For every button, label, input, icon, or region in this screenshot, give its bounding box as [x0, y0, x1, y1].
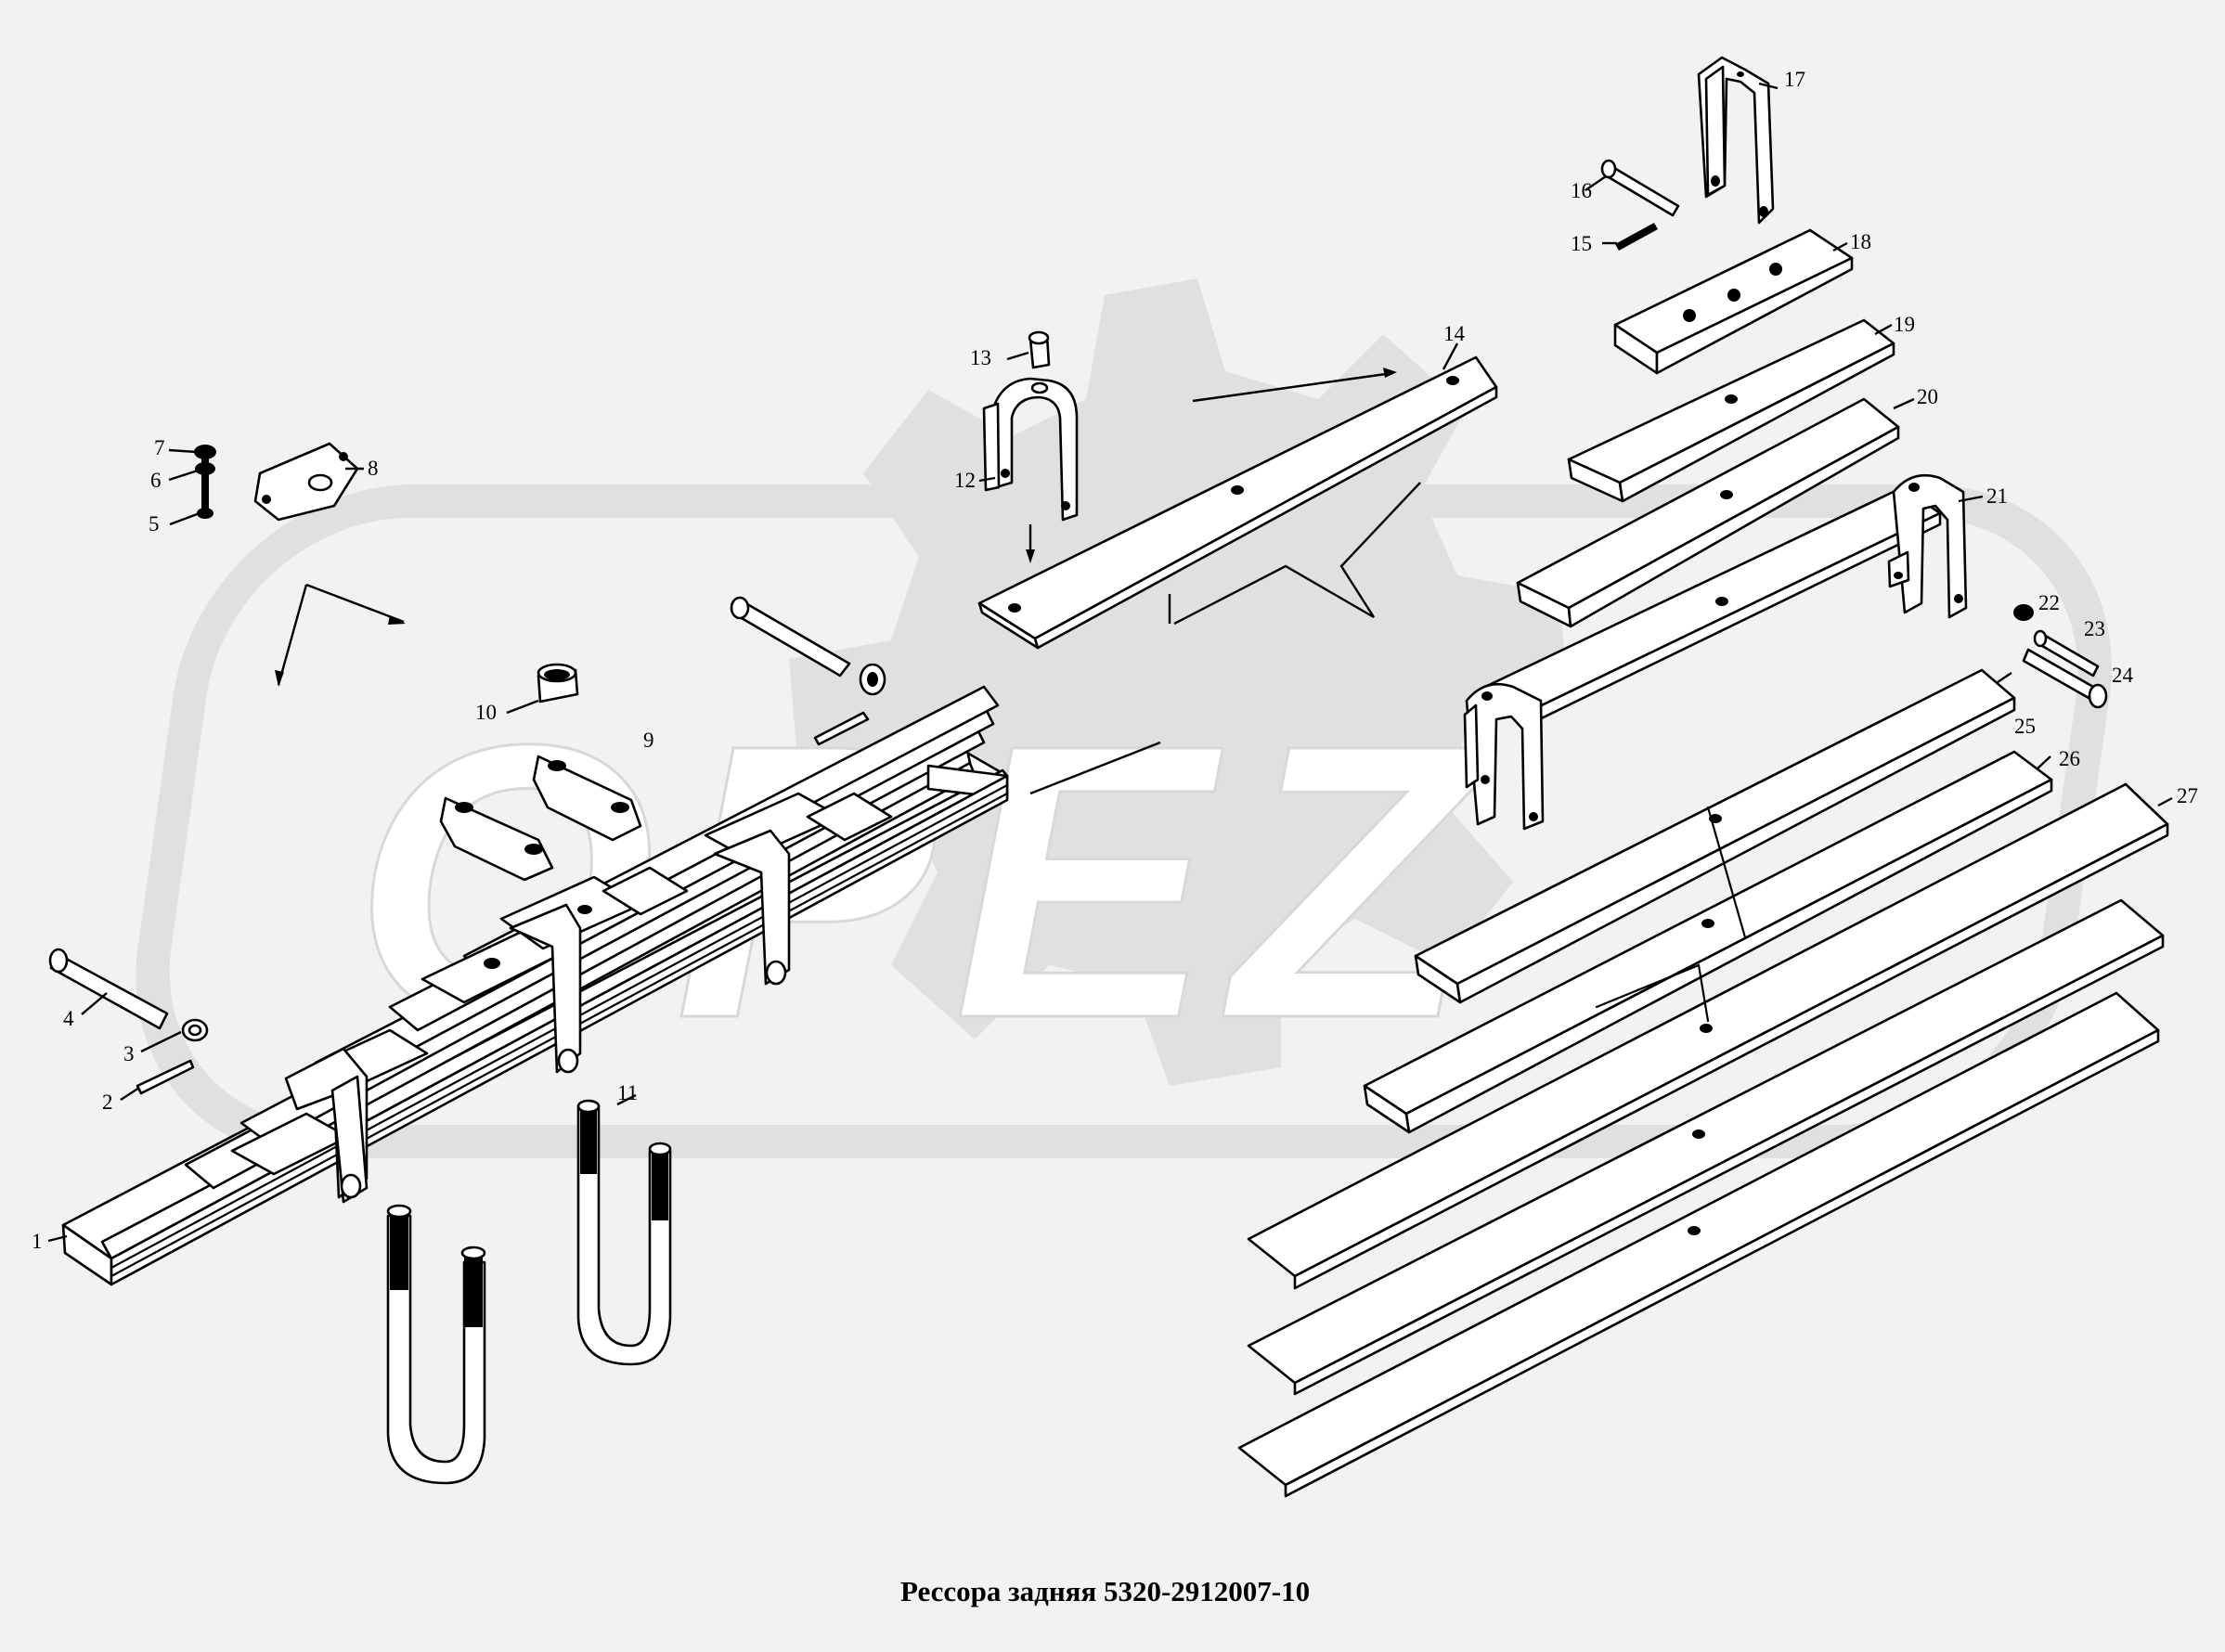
part-label-23: 23: [2084, 617, 2105, 640]
part-label-8: 8: [368, 457, 379, 480]
part-label-2: 2: [102, 1091, 113, 1114]
part-label-11: 11: [617, 1081, 638, 1104]
part-number-labels: 1 2 3 4 5 6 7 8 9 10 11 12 13 14 15 16 1…: [32, 68, 2198, 1253]
part-16-pin: [1600, 159, 1680, 217]
part-13-pin: [1028, 330, 1051, 369]
part-17-bracket: [1697, 56, 1775, 225]
part-22-nut: [2013, 604, 2034, 621]
part-10-bushing: [537, 663, 579, 703]
part-label-15: 15: [1571, 232, 1592, 255]
part-label-10: 10: [475, 701, 497, 724]
part-26-leaf: [1363, 750, 2053, 1134]
part-label-27: 27: [2177, 784, 2198, 807]
part-4-pin: [48, 948, 169, 1030]
part-label-21: 21: [1986, 484, 2008, 508]
part-label-18: 18: [1850, 230, 1871, 253]
part-label-16: 16: [1571, 179, 1592, 202]
part-label-24: 24: [2112, 664, 2134, 687]
part-5-7-bolt: [194, 445, 216, 519]
part-25-leaf: [1414, 668, 2016, 1004]
part-label-20: 20: [1917, 385, 1938, 408]
part-label-6: 6: [150, 469, 162, 492]
part-2-cotter-pin: [136, 1059, 195, 1095]
part-label-13: 13: [970, 346, 991, 369]
part-label-14: 14: [1443, 322, 1466, 345]
part-18-plate: [1613, 228, 1854, 375]
part-label-7: 7: [154, 436, 165, 459]
part-label-22: 22: [2038, 591, 2060, 614]
part-15-cotter: [1615, 223, 1658, 251]
part-8-cap: [253, 442, 359, 522]
diagram-caption: Рессора задняя 5320-2912007-10: [900, 1575, 1310, 1607]
part-20-leaf: [1516, 397, 1900, 628]
part-23-pin: [2033, 629, 2100, 678]
part-label-4: 4: [63, 1007, 74, 1030]
direction-arrow-left: [277, 583, 405, 686]
part-label-26: 26: [2059, 747, 2080, 770]
part-label-9: 9: [643, 729, 654, 752]
part-label-12: 12: [954, 469, 976, 492]
part-27-leaves: [1237, 782, 2169, 1498]
part-label-19: 19: [1894, 313, 1915, 336]
direction-arrow-right: [1192, 371, 1393, 403]
part-9-links: [439, 755, 642, 882]
leader-lines: [47, 82, 2173, 1243]
part-label-3: 3: [123, 1042, 135, 1065]
leaf-spring-assembly: [61, 685, 1009, 1286]
part-label-1: 1: [32, 1230, 43, 1253]
part-12-bracket: [982, 377, 1079, 522]
part-14-plate: [977, 355, 1498, 650]
part-label-5: 5: [149, 512, 160, 536]
part-label-17: 17: [1784, 68, 1805, 91]
part-label-25: 25: [2014, 715, 2036, 738]
part-21-leaf-with-clamps: [1463, 473, 1968, 831]
part-24-bolt: [2022, 648, 2108, 709]
part-11-u-bolts: [386, 1099, 672, 1485]
pin-upper: [730, 596, 886, 746]
part-19-leaf: [1567, 318, 1895, 503]
